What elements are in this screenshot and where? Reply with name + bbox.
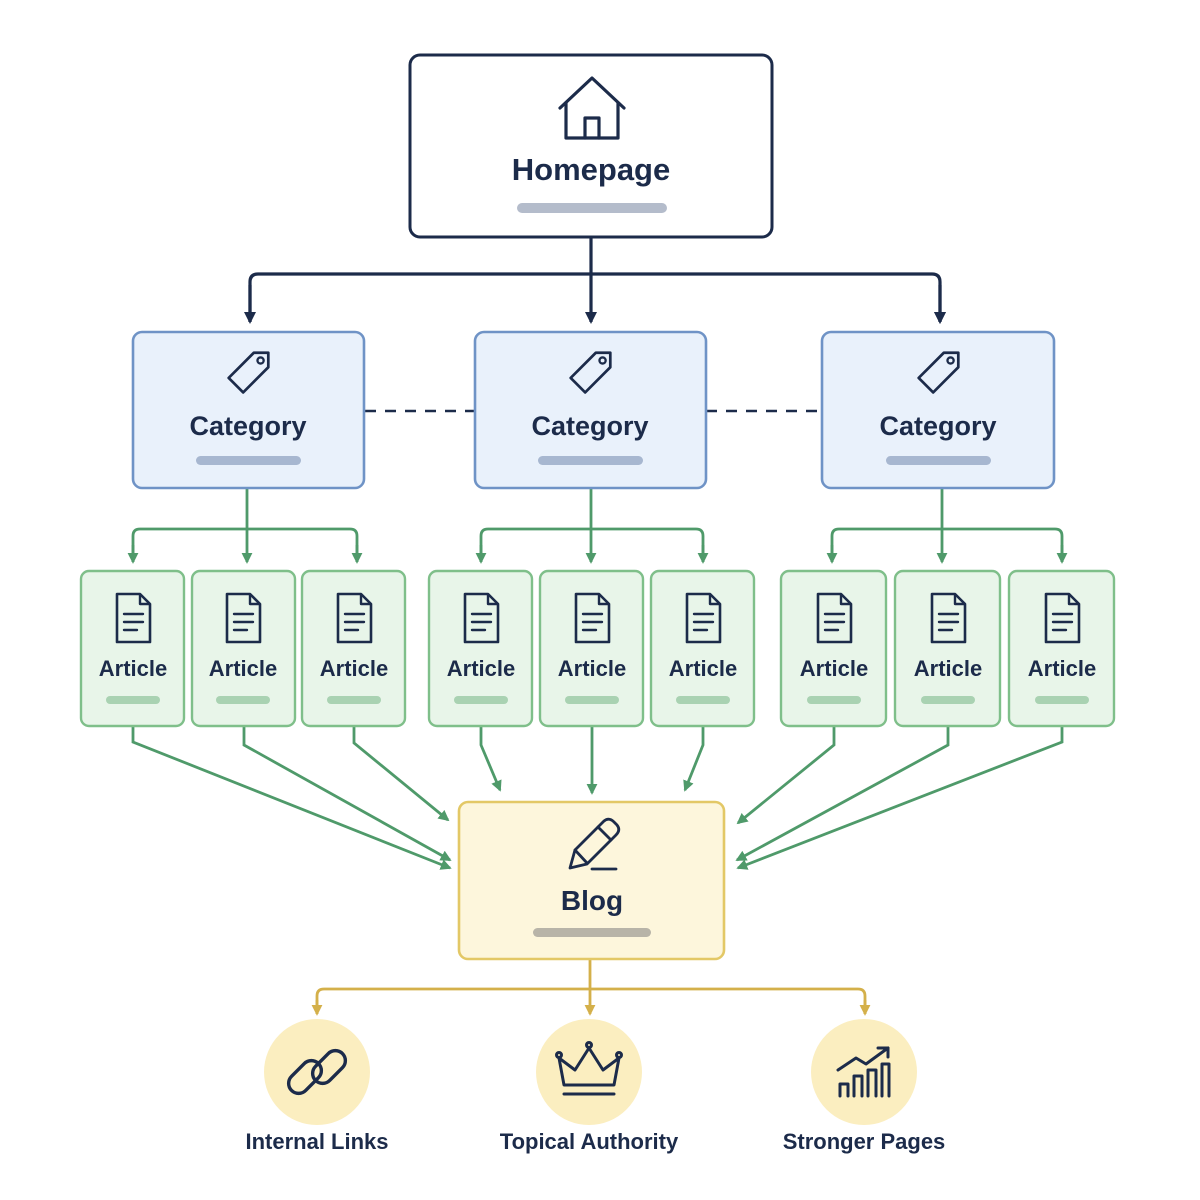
outcome-label: Internal Links xyxy=(245,1129,388,1154)
outcome-internal-links: Internal Links xyxy=(245,1019,389,1154)
category-label: Category xyxy=(531,411,648,441)
article-label: Article xyxy=(558,656,626,681)
outcome-stronger-pages: Stronger Pages xyxy=(783,1019,946,1154)
homepage-label: Homepage xyxy=(512,152,670,187)
article-placeholder-bar xyxy=(921,696,975,704)
category-placeholder-bar xyxy=(886,456,991,465)
article-node-5[interactable]: Article xyxy=(538,569,645,728)
article-label: Article xyxy=(914,656,982,681)
crown-icon xyxy=(555,1041,623,1096)
category-node-2[interactable]: Category xyxy=(473,330,708,490)
article-label: Article xyxy=(800,656,868,681)
article-node-4[interactable]: Article xyxy=(427,569,534,728)
outcome-topical-authority: Topical Authority xyxy=(500,1019,679,1154)
article-placeholder-bar xyxy=(454,696,508,704)
article-blog-connectors xyxy=(131,727,1064,870)
blog-outcome-connectors xyxy=(311,960,871,1016)
blog-node[interactable]: Blog xyxy=(457,800,726,961)
category-node-3[interactable]: Category xyxy=(820,330,1056,490)
article-node-9[interactable]: Article xyxy=(1007,569,1116,728)
article-label: Article xyxy=(447,656,515,681)
outcome-label: Stronger Pages xyxy=(783,1129,946,1154)
article-placeholder-bar xyxy=(106,696,160,704)
category-node-1[interactable]: Category xyxy=(131,330,366,490)
article-placeholder-bar xyxy=(327,696,381,704)
article-node-1[interactable]: Article xyxy=(79,569,186,728)
category-article-connectors xyxy=(127,489,1068,564)
outcome-label: Topical Authority xyxy=(500,1129,679,1154)
article-node-8[interactable]: Article xyxy=(893,569,1002,728)
blog-placeholder-bar xyxy=(533,928,651,937)
article-label: Article xyxy=(209,656,277,681)
article-placeholder-bar xyxy=(676,696,730,704)
growth-chart-icon xyxy=(836,1046,891,1098)
homepage-node[interactable]: Homepage xyxy=(408,53,774,239)
category-placeholder-bar xyxy=(196,456,301,465)
article-label: Article xyxy=(320,656,388,681)
article-placeholder-bar xyxy=(1035,696,1089,704)
article-node-2[interactable]: Article xyxy=(190,569,297,728)
article-placeholder-bar xyxy=(216,696,270,704)
homepage-connectors xyxy=(244,238,946,324)
blog-label: Blog xyxy=(561,885,623,916)
category-placeholder-bar xyxy=(538,456,643,465)
article-placeholder-bar xyxy=(565,696,619,704)
article-label: Article xyxy=(669,656,737,681)
category-label: Category xyxy=(879,411,996,441)
article-node-3[interactable]: Article xyxy=(300,569,407,728)
pencil-icon xyxy=(568,817,621,871)
link-icon xyxy=(286,1048,348,1096)
article-label: Article xyxy=(1028,656,1096,681)
article-node-6[interactable]: Article xyxy=(649,569,756,728)
article-placeholder-bar xyxy=(807,696,861,704)
homepage-placeholder-bar xyxy=(517,203,667,213)
house-icon xyxy=(558,76,626,140)
article-node-7[interactable]: Article xyxy=(779,569,888,728)
category-label: Category xyxy=(189,411,306,441)
article-label: Article xyxy=(99,656,167,681)
